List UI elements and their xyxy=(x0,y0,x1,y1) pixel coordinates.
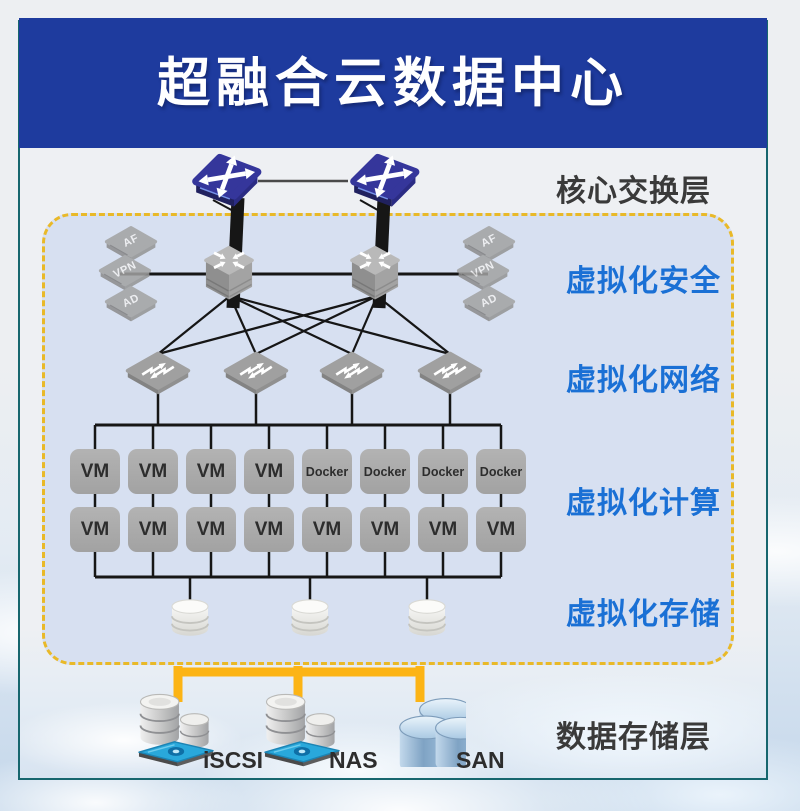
docker-box: Docker xyxy=(302,449,352,494)
vm-box: VM xyxy=(128,507,178,552)
vm-box: VM xyxy=(244,449,294,494)
access-switch-icon xyxy=(319,351,385,397)
docker-box: Docker xyxy=(360,449,410,494)
title-banner: 超融合云数据中心 xyxy=(19,18,767,148)
docker-box: Docker xyxy=(418,449,468,494)
san-label: SAN xyxy=(456,747,505,773)
access-switch-icon xyxy=(125,351,191,397)
vm-box: VM xyxy=(476,507,526,552)
san-cylinders-icon xyxy=(386,694,466,767)
ad-appliance: AD xyxy=(460,284,518,324)
vm-box: VM xyxy=(186,507,236,552)
vm-box: VM xyxy=(186,449,236,494)
vm-box: VM xyxy=(70,507,120,552)
core-switch-icon xyxy=(343,150,425,216)
vm-box: VM xyxy=(70,449,120,494)
virtual-disk-icon xyxy=(289,596,331,641)
core-switch-icon xyxy=(185,150,267,216)
nas-label: NAS xyxy=(329,747,378,773)
data-storage-layer-label: 数据存储层 xyxy=(556,721,711,754)
page-title: 超融合云数据中心 xyxy=(157,54,629,113)
virtual-disk-icon xyxy=(406,596,448,641)
aggregation-switch-icon xyxy=(346,243,404,303)
core-layer-label: 核心交换层 xyxy=(556,175,711,208)
ad-appliance: AD xyxy=(102,284,160,324)
vm-box: VM xyxy=(302,507,352,552)
virtual-storage-layer-label: 虚拟化存储 xyxy=(566,598,721,631)
vm-box: VM xyxy=(418,507,468,552)
docker-box: Docker xyxy=(476,449,526,494)
aggregation-switch-icon xyxy=(200,243,258,303)
iscsi-label: iSCSI xyxy=(203,747,264,773)
vm-box: VM xyxy=(244,507,294,552)
virtual-disk-icon xyxy=(169,596,211,641)
vm-box: VM xyxy=(128,449,178,494)
access-switch-icon xyxy=(417,351,483,397)
compute-layer-label: 虚拟化计算 xyxy=(566,487,721,520)
network-layer-label: 虚拟化网络 xyxy=(566,364,721,397)
access-switch-icon xyxy=(223,351,289,397)
security-layer-label: 虚拟化安全 xyxy=(566,265,721,298)
vm-box: VM xyxy=(360,507,410,552)
